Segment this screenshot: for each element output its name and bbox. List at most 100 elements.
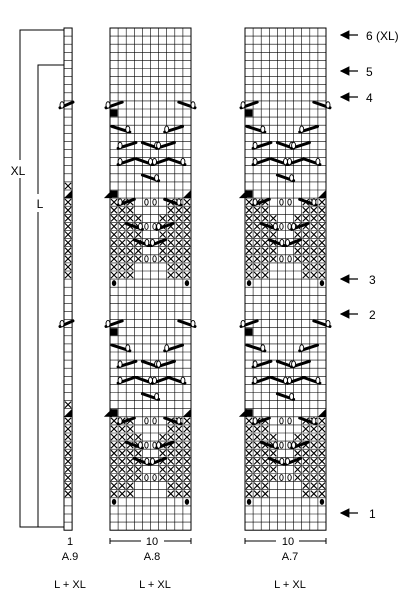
cross-stitch-symbol xyxy=(183,449,191,457)
cross-stitch-symbol xyxy=(253,449,261,457)
cross-stitch-symbol xyxy=(269,466,277,473)
cross-stitch-symbol xyxy=(310,214,318,222)
cross-stitch-symbol xyxy=(302,214,310,222)
stitch-symbols xyxy=(58,100,332,505)
cross-stitch-symbol xyxy=(261,214,269,222)
cross-stitch-symbol xyxy=(126,271,134,279)
cross-stitch-symbol xyxy=(126,255,134,263)
row-marker-3: 3 xyxy=(339,273,376,287)
cross-stitch-symbol xyxy=(64,247,72,255)
cable-loop-symbol xyxy=(190,101,196,109)
cross-stitch-symbol xyxy=(64,417,72,425)
cross-stitch-symbol xyxy=(110,263,118,271)
cross-stitch-symbol xyxy=(118,490,126,498)
yarn-over-symbol xyxy=(287,255,292,263)
cross-stitch-symbol xyxy=(269,433,277,441)
cross-stitch-symbol xyxy=(310,457,318,465)
cable-loop-symbol xyxy=(180,157,186,166)
cross-stitch-symbol xyxy=(253,457,261,465)
cable-loop-symbol xyxy=(291,222,297,231)
cross-stitch-symbol xyxy=(126,490,134,498)
cross-stitch-symbol xyxy=(318,433,326,441)
cross-stitch-symbol xyxy=(175,223,183,230)
cable-loop-symbol xyxy=(325,319,331,328)
cross-stitch-symbol xyxy=(310,255,318,263)
cross-stitch-symbol xyxy=(245,425,253,433)
cross-stitch-symbol xyxy=(183,474,191,481)
cross-stitch-symbol xyxy=(253,263,261,271)
cross-stitch-symbol xyxy=(118,247,126,255)
cross-stitch-symbol xyxy=(302,433,310,441)
cross-stitch-symbol xyxy=(183,433,191,441)
cable-loop-symbol xyxy=(291,441,297,449)
row-marker-label: 3 xyxy=(369,273,376,287)
row-markers: 6 (XL) 5 4 3 2 1 xyxy=(339,29,399,521)
cross-stitch-symbol xyxy=(318,239,326,247)
cable-loop-symbol xyxy=(311,198,317,206)
yarn-over-symbol xyxy=(152,198,157,206)
cross-stitch-symbol xyxy=(318,466,326,473)
cross-stitch-symbol xyxy=(175,239,183,247)
row-marker-2: 2 xyxy=(339,308,376,322)
cross-stitch-symbol xyxy=(253,490,261,498)
cross-stitch-symbol xyxy=(183,247,191,255)
cable-loop-symbol xyxy=(117,417,123,425)
cross-stitch-symbol xyxy=(253,482,261,490)
cross-stitch-symbol xyxy=(318,271,326,279)
cross-stitch-symbol xyxy=(318,214,326,222)
chart-id: A.8 xyxy=(144,551,161,563)
cable-loop-symbol xyxy=(117,141,123,150)
cross-stitch-symbol xyxy=(159,231,167,238)
cross-stitch-symbol xyxy=(318,482,326,490)
cross-stitch-symbol xyxy=(64,433,72,441)
cross-stitch-symbol xyxy=(310,466,318,473)
cable-loop-symbol xyxy=(252,417,258,425)
cross-stitch-symbol xyxy=(261,239,269,247)
yarn-over-symbol xyxy=(287,222,292,230)
cable-loop-symbol xyxy=(240,101,246,109)
cross-stitch-symbol xyxy=(126,482,134,490)
filled-square-symbol xyxy=(110,328,118,336)
cross-stitch-symbol xyxy=(294,247,302,255)
cross-stitch-symbol xyxy=(302,457,310,465)
cross-stitch-symbol xyxy=(110,490,118,498)
cross-stitch-symbol xyxy=(261,425,269,433)
cross-stitch-symbol xyxy=(110,198,118,206)
triangle-symbol xyxy=(182,408,191,417)
cross-stitch-symbol xyxy=(175,214,183,222)
stitch-count-label: 1 xyxy=(67,536,73,548)
cross-stitch-symbol xyxy=(167,466,175,473)
cross-stitch-symbol xyxy=(110,441,118,449)
dot-symbol xyxy=(319,280,325,287)
cross-stitch-symbol xyxy=(245,449,253,457)
cable-loop-symbol xyxy=(289,174,295,182)
triangle-symbol xyxy=(317,408,326,417)
cross-stitch-symbol xyxy=(159,474,167,481)
cross-stitch-symbol xyxy=(64,466,72,473)
cross-stitch-symbol xyxy=(245,247,253,255)
cross-stitch-symbol xyxy=(159,433,167,441)
cross-stitch-symbol xyxy=(126,214,134,222)
cross-stitch-symbol xyxy=(126,425,134,433)
cable-loop-symbol xyxy=(279,238,285,247)
cross-stitch-symbol xyxy=(183,490,191,498)
cross-stitch-symbol xyxy=(245,239,253,247)
cross-stitch-symbol xyxy=(110,223,118,230)
cross-stitch-symbol xyxy=(183,239,191,247)
yarn-over-symbol xyxy=(287,417,292,425)
yarn-over-symbol xyxy=(279,474,284,481)
cross-stitch-symbol xyxy=(318,425,326,433)
cross-stitch-symbol xyxy=(261,231,269,238)
cross-stitch-symbol xyxy=(118,474,126,481)
chart-label-a9: 1 A.9 L + XL xyxy=(54,536,86,591)
cable-loop-symbol xyxy=(59,101,65,109)
cross-stitch-symbol xyxy=(183,198,191,206)
cross-stitch-symbol xyxy=(175,247,183,255)
cross-stitch-symbol xyxy=(110,482,118,490)
cross-stitch-symbol xyxy=(253,206,261,214)
cross-stitch-symbol xyxy=(261,474,269,481)
cross-stitch-symbol xyxy=(64,263,72,271)
cross-stitch-symbol xyxy=(183,271,191,279)
cross-stitch-symbol xyxy=(310,474,318,481)
